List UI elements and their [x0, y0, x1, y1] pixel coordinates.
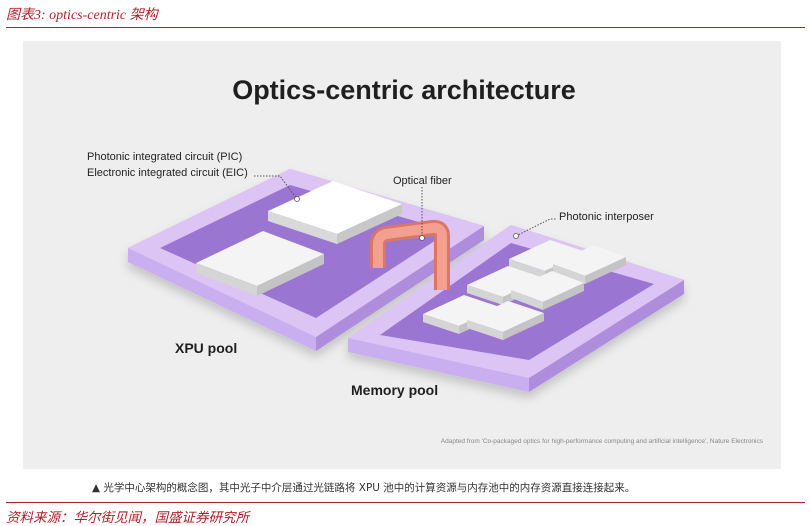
- interposer-marker: [513, 233, 519, 239]
- attribution: Adapted from 'Co-packaged optics for hig…: [441, 438, 764, 445]
- source-note: 资料来源：华尔街见闻，国盛证券研究所: [6, 510, 249, 525]
- label-memory-pool: Memory pool: [351, 382, 438, 398]
- label-pic: Photonic integrated circuit (PIC): [87, 151, 242, 163]
- memory-chip: [553, 245, 626, 284]
- top-divider: [6, 27, 805, 28]
- memory-chip: [511, 271, 584, 310]
- diagram-heading: Optics-centric architecture: [232, 75, 576, 105]
- label-eic: Electronic integrated circuit (EIC): [87, 167, 248, 179]
- optical-fiber: [370, 219, 450, 290]
- fiber-marker: [419, 235, 425, 241]
- figure-caption: ▲ 光学中心架构的概念图，其中光子中介层通过光链路将 XPU 池中的计算资源与内…: [92, 482, 636, 494]
- memory-chips: [423, 240, 626, 340]
- pic-marker: [294, 196, 300, 202]
- xpu-chip-pic: [268, 181, 402, 244]
- xpu-chip-eic: [196, 231, 324, 296]
- label-interposer: Photonic interposer: [559, 211, 654, 223]
- label-xpu-pool: XPU pool: [175, 340, 237, 356]
- bottom-divider: [6, 502, 805, 503]
- label-fiber: Optical fiber: [393, 175, 452, 187]
- leader-lines: [254, 175, 556, 238]
- figure-title: 图表3: optics-centric 架构: [6, 8, 158, 23]
- memory-chip: [467, 301, 544, 340]
